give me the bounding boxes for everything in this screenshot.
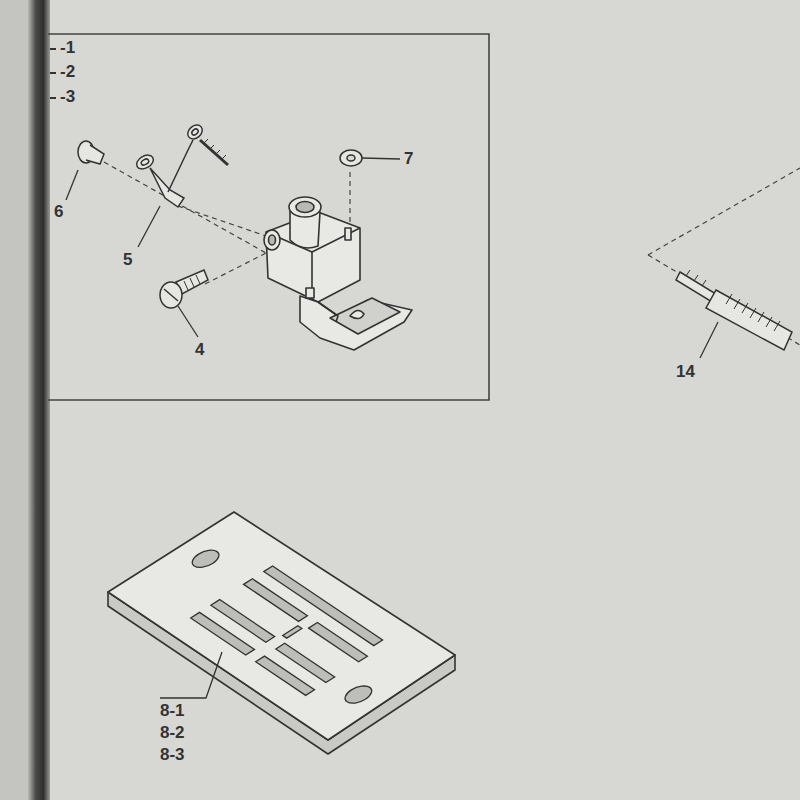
throat-plate xyxy=(108,512,455,754)
thread-guide xyxy=(134,122,228,207)
callout-number: -1 xyxy=(60,38,75,58)
callout-number: 7 xyxy=(404,149,413,169)
group-frame xyxy=(48,34,489,400)
binding-band xyxy=(28,0,50,800)
assembly-lines xyxy=(104,162,800,345)
washer-7 xyxy=(340,150,362,166)
screw-14 xyxy=(676,270,792,350)
callout-number: 4 xyxy=(195,340,204,360)
part-number: 8-1 xyxy=(160,701,185,721)
presser-foot xyxy=(264,197,412,350)
index-marks xyxy=(50,49,56,98)
callout-number: -2 xyxy=(60,62,75,82)
callout-number: 5 xyxy=(123,250,132,270)
screw-4 xyxy=(160,270,208,308)
callout-number: -3 xyxy=(60,87,75,107)
callout-number: 6 xyxy=(54,202,63,222)
screw-6 xyxy=(78,141,104,164)
callout-number: 14 xyxy=(676,362,695,382)
page-margin xyxy=(0,0,28,800)
leader-lines xyxy=(66,158,718,698)
part-number: 8-3 xyxy=(160,745,185,765)
part-number: 8-2 xyxy=(160,723,185,743)
